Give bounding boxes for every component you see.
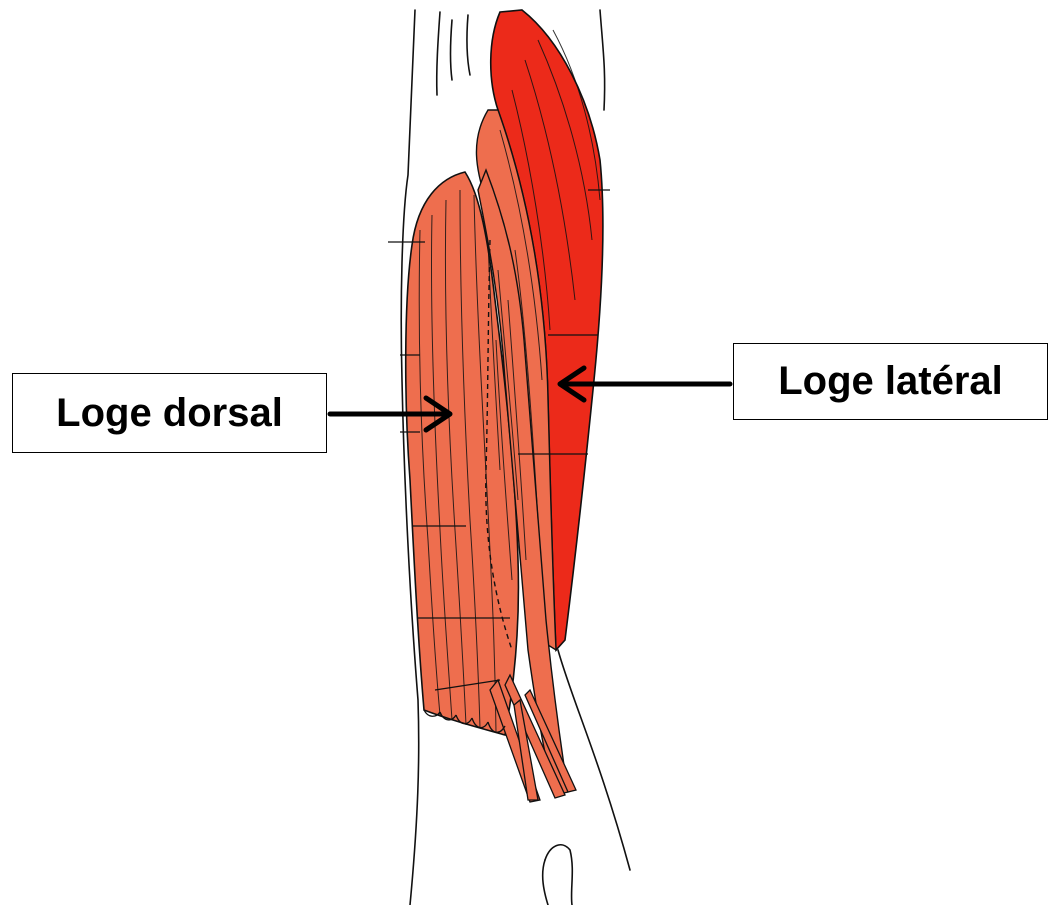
arrow-right-icon (330, 398, 450, 430)
label-lateral-text: Loge latéral (778, 359, 1003, 404)
label-dorsal-compartment: Loge dorsal (12, 373, 327, 453)
label-dorsal-text: Loge dorsal (56, 391, 283, 436)
label-lateral-compartment: Loge latéral (733, 343, 1048, 420)
